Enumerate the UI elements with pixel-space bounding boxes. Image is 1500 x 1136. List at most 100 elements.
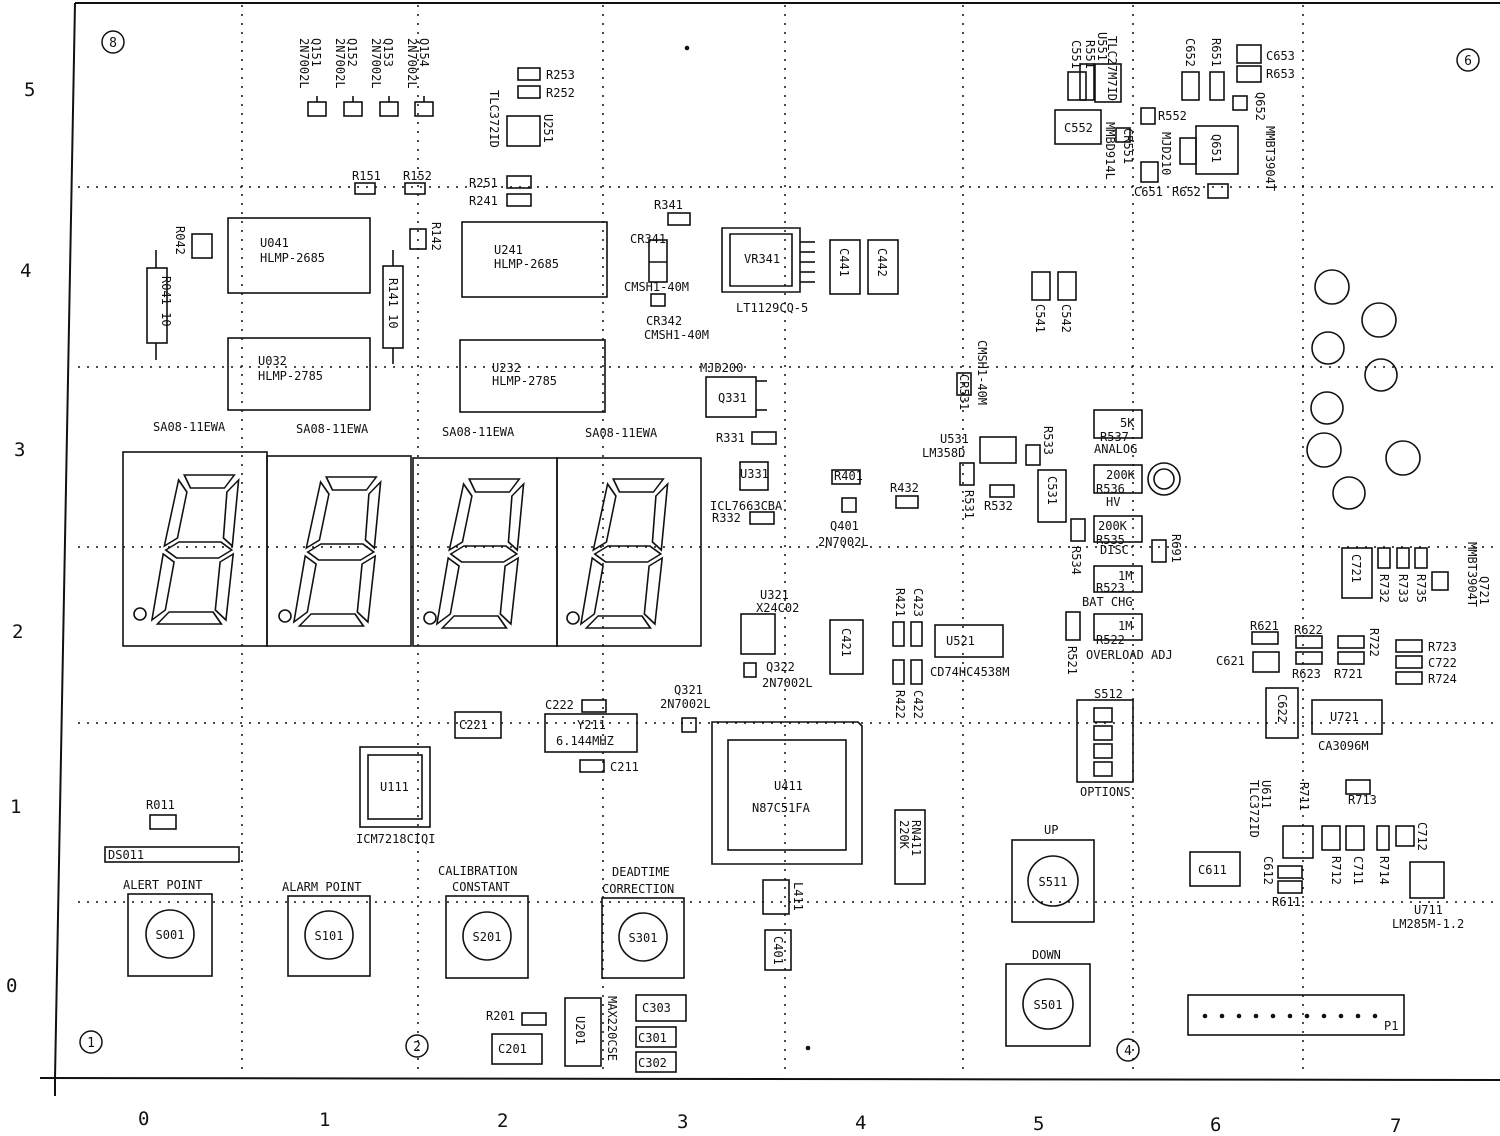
label-rn411v: 220K: [897, 820, 911, 850]
label-r535v: 200K: [1098, 519, 1128, 533]
label-cr551p: MMBD914L: [1103, 122, 1117, 180]
label-u721p: CA3096M: [1318, 739, 1369, 753]
label-r152: R152: [403, 169, 432, 183]
label-r042: R042: [173, 226, 187, 255]
label-c651: C651: [1134, 185, 1163, 199]
label-r653: R653: [1266, 67, 1295, 81]
label-r041: R041 10: [159, 276, 173, 327]
switch-s511[interactable]: S511: [1039, 875, 1068, 889]
label-r652: R652: [1172, 185, 1201, 199]
row-label-1: 1: [10, 796, 21, 818]
label-r551: R551: [1083, 40, 1097, 69]
label-q152: Q152: [345, 38, 359, 67]
label-q154p: 2N7002L: [405, 38, 419, 89]
label-r142: R142: [429, 222, 443, 251]
label-u611: U611: [1259, 780, 1273, 809]
label-r332: R332: [712, 511, 741, 525]
label-c302: C302: [638, 1056, 667, 1070]
label-r735: R735: [1414, 574, 1428, 603]
label-l411: L411: [791, 882, 805, 911]
label-r552: R552: [1158, 109, 1187, 123]
switch-s001[interactable]: S001: [156, 928, 185, 942]
label-batchg: BAT CHG: [1082, 595, 1133, 609]
label-c542: C542: [1059, 304, 1073, 333]
label-r711: R711: [1297, 782, 1311, 811]
label-r712: R712: [1329, 856, 1343, 885]
label-p1: P1: [1384, 1019, 1398, 1033]
label-c611: C611: [1198, 863, 1227, 877]
label-u331: U331: [740, 467, 769, 481]
label-c612: C612: [1261, 856, 1275, 885]
label-u201p: MAX220CSE: [605, 996, 619, 1061]
col-label-0: 0: [138, 1108, 149, 1130]
label-u111: U111: [380, 780, 409, 794]
label-r537v: 5K: [1120, 416, 1135, 430]
label-mjd200: MJD200: [700, 361, 743, 375]
label-u331p: ICL7663CBA: [710, 499, 783, 513]
label-r733: R733: [1396, 574, 1410, 603]
corner-mark-tl: 8: [109, 36, 117, 51]
label-r432: R432: [890, 481, 919, 495]
label-r651: R651: [1209, 38, 1223, 67]
label-r721: R721: [1334, 667, 1363, 681]
label-r534: R534: [1069, 546, 1083, 575]
switch-alarm-label: ALARM POINT: [282, 880, 361, 894]
label-u521: U521: [946, 634, 975, 648]
label-r522v: 1M: [1118, 619, 1132, 633]
label-u041: U041: [260, 236, 289, 250]
label-c531: C531: [1045, 476, 1059, 505]
label-u251: U251: [541, 114, 555, 143]
label-r531: R531: [962, 490, 976, 519]
label-r535: R535: [1096, 533, 1125, 547]
label-u032p: HLMP-2785: [258, 369, 323, 383]
label-q721p: MMBT3904T: [1465, 542, 1479, 607]
label-c442: C442: [875, 248, 889, 277]
label-cr531: CR531: [957, 374, 971, 410]
label-c422: C422: [911, 690, 925, 719]
label-r714: R714: [1377, 856, 1391, 885]
label-q322p: 2N7002L: [762, 676, 813, 690]
label-u551: U551: [1095, 32, 1109, 61]
label-c303: C303: [642, 1001, 671, 1015]
label-q152p: 2N7002L: [333, 38, 347, 89]
label-c711: C711: [1351, 856, 1365, 885]
label-r011: R011: [146, 798, 175, 812]
label-c221: C221: [459, 718, 488, 732]
switch-s101[interactable]: S101: [315, 929, 344, 943]
label-cr341: CR341: [630, 232, 666, 246]
switch-cal-label1: CALIBRATION: [438, 864, 517, 878]
label-u531: U531: [940, 432, 969, 446]
label-r151: R151: [352, 169, 381, 183]
label-c653: C653: [1266, 49, 1295, 63]
label-cr341p: CMSH1-40M: [624, 280, 689, 294]
label-r732: R732: [1377, 574, 1391, 603]
switch-s301[interactable]: S301: [629, 931, 658, 945]
label-c423: C423: [911, 588, 925, 617]
label-r522: R522: [1096, 633, 1125, 647]
label-c621: C621: [1216, 654, 1245, 668]
label-cr551: CR551: [1121, 128, 1135, 164]
label-u232: U232: [492, 361, 521, 375]
switch-dead-label2: CORRECTION: [602, 882, 674, 896]
label-u411p: N87C51FA: [752, 801, 811, 815]
label-u251p: TLC372ID: [487, 90, 501, 148]
label-c222: C222: [545, 698, 574, 712]
label-r691: R691: [1169, 534, 1183, 563]
label-c201: C201: [498, 1042, 527, 1056]
label-r253: R253: [546, 68, 575, 82]
col-label-5: 5: [1033, 1113, 1044, 1135]
label-q153p: 2N7002L: [369, 38, 383, 89]
switch-dead-label1: DEADTIME: [612, 865, 670, 879]
label-s512: S512: [1094, 687, 1123, 701]
label-u531p: LM358D: [922, 446, 965, 460]
switch-s201[interactable]: S201: [473, 930, 502, 944]
label-c652: C652: [1183, 38, 1197, 67]
label-r724: R724: [1428, 672, 1457, 686]
label-analog: ANALOG: [1094, 442, 1137, 456]
label-u201: U201: [573, 1016, 587, 1045]
label-q153: Q153: [381, 38, 395, 67]
label-r623: R623: [1292, 667, 1321, 681]
label-ds233: SA08-11EWA: [585, 426, 658, 440]
switch-s501[interactable]: S501: [1034, 998, 1063, 1012]
grid: [78, 5, 1500, 1076]
